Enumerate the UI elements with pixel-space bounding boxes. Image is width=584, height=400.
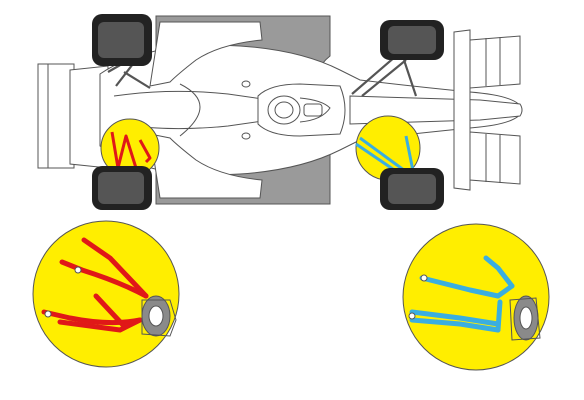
rear-suspension-magnifier: [32, 220, 180, 368]
front-detail-lower-wishbone: [409, 299, 503, 333]
rear-detail-upper-wishbone: [59, 237, 149, 299]
tyre-rear-right: [92, 166, 152, 210]
front-detail-hub: [509, 295, 541, 341]
rear-detail-lower-wishbone: [41, 293, 143, 333]
front-suspension-magnifier: [402, 223, 550, 371]
front-detail-mounts: [408, 274, 428, 320]
sidepod-bottom: [149, 133, 263, 199]
front-suspension-upper: [351, 55, 418, 97]
sidepod-top: [149, 21, 263, 87]
rear-detail-hub: [141, 295, 177, 337]
front-wing: [453, 29, 521, 191]
tyre-front-left: [380, 20, 444, 60]
formula-car-top-view: [37, 14, 523, 210]
rear-suspension-lower: [110, 131, 152, 170]
cockpit: [257, 83, 346, 137]
rear-wing: [37, 63, 75, 169]
tyre-rear-left: [92, 14, 152, 66]
tyre-front-right: [380, 168, 444, 210]
rear-detail-mounts: [44, 266, 82, 318]
front-detail-upper-wishbone: [419, 255, 515, 299]
